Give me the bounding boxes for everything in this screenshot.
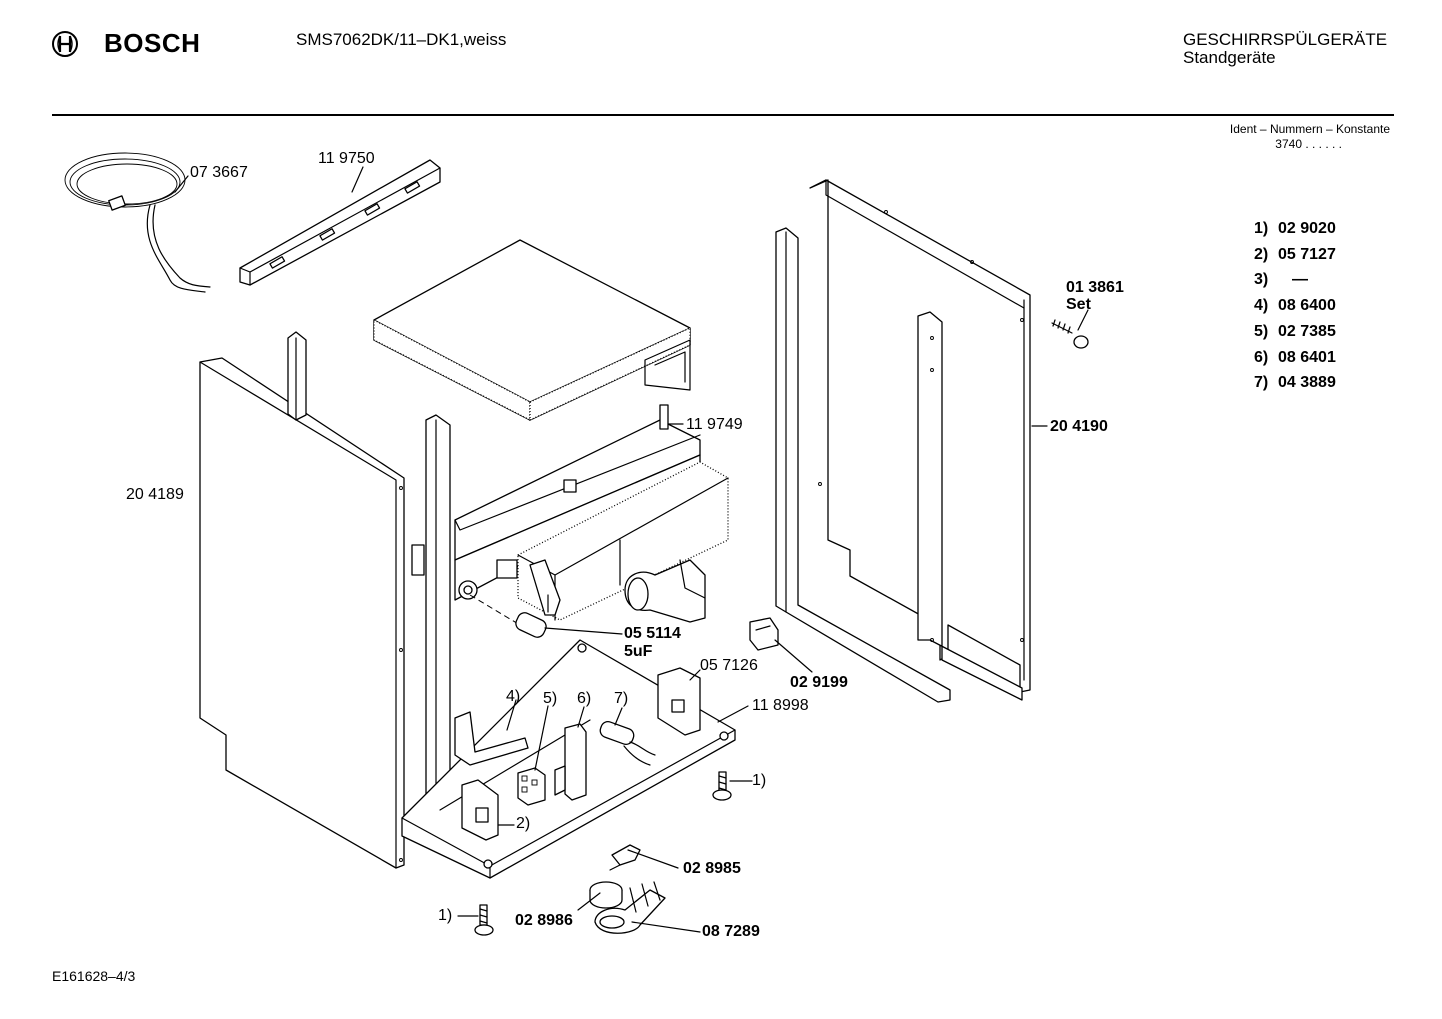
- callout-part-2: 2): [516, 815, 531, 832]
- float-part: [589, 881, 623, 909]
- bracket-part: [657, 667, 701, 736]
- part-5-terminal-block: [517, 767, 546, 806]
- part-7-suppressor: [599, 720, 656, 766]
- legend-item: 5)02 7385: [1254, 322, 1336, 340]
- callout-part-1-left: 1): [438, 907, 453, 924]
- callout-028986: 02 8986: [515, 912, 573, 929]
- callout-118998: 11 8998: [752, 697, 809, 714]
- category-title: GESCHIRRSPÜLGERÄTE Standgeräte: [1183, 31, 1387, 67]
- hose-connector-part: [624, 559, 706, 623]
- power-cord-part: [64, 152, 211, 293]
- bosch-armature-icon: [52, 31, 78, 57]
- relay-part: [749, 617, 779, 651]
- float-housing-part: [594, 881, 666, 934]
- float-switch-part: [609, 844, 641, 871]
- legend-item: 6)08 6401: [1254, 348, 1336, 366]
- callout-119749: 11 9749: [686, 416, 743, 433]
- part-6-bracket: [554, 723, 587, 801]
- ident-block: Ident – Nummern – Konstante 3740 . . . .…: [1230, 122, 1390, 152]
- screw-set-part: [1051, 319, 1089, 349]
- leader-lines: [174, 166, 1089, 933]
- callout-204189: 20 4189: [126, 486, 184, 503]
- callout-part-6: 6): [577, 690, 592, 707]
- callout-part-1-right: 1): [752, 772, 767, 789]
- callout-073667: 07 3667: [190, 164, 248, 181]
- capacitor-part: [469, 594, 547, 638]
- legend-item: 7)04 3889: [1254, 374, 1336, 392]
- callout-055114: 05 5114: [624, 625, 681, 642]
- callout-119750: 11 9750: [318, 150, 375, 167]
- callout-part-4: 4): [506, 688, 521, 705]
- part-4-clip: [454, 711, 529, 766]
- callout-part-5: 5): [543, 690, 558, 707]
- left-frame-strip: [287, 331, 307, 421]
- model-number: SMS7062DK/11–DK1,weiss: [296, 30, 507, 49]
- legend-item: 2)05 7127: [1254, 245, 1336, 263]
- part-2-holder: [461, 779, 499, 841]
- legend-item: 1)02 9020: [1254, 220, 1336, 237]
- callout-204190: 20 4190: [1050, 418, 1108, 435]
- left-side-panel-part: [199, 357, 405, 869]
- adjustable-foot-left: [474, 904, 494, 936]
- legend-item: 3)—: [1254, 271, 1308, 289]
- callout-set: Set: [1066, 296, 1091, 313]
- right-frame-strip: [775, 227, 1023, 703]
- bosch-logo: BOSCH: [50, 28, 200, 60]
- callout-028985: 02 8985: [683, 860, 741, 877]
- brand-name: BOSCH: [104, 28, 201, 58]
- callout-013861: 01 3861: [1066, 279, 1124, 296]
- callout-057126: 05 7126: [700, 657, 758, 674]
- header-rule: [52, 114, 1394, 116]
- legend-item: 4)08 6400: [1254, 297, 1336, 315]
- document-id: E161628–4/3: [52, 968, 136, 984]
- adjustable-foot-right: [712, 771, 732, 801]
- callout-029199: 02 9199: [790, 674, 848, 691]
- callout-087289: 08 7289: [702, 923, 760, 940]
- category-line-1: GESCHIRRSPÜLGERÄTE: [1183, 30, 1388, 49]
- callout-5uf: 5uF: [624, 643, 653, 660]
- ident-title: Ident – Nummern – Konstante: [1229, 122, 1390, 136]
- callout-part-7: 7): [614, 690, 629, 707]
- category-line-2: Standgeräte: [1183, 48, 1276, 67]
- parts-legend: 1)02 9020 2)05 7127 3)— 4)08 6400 5)02 7…: [1254, 216, 1336, 396]
- rail-part: [239, 159, 441, 286]
- worktop-part: [373, 239, 691, 422]
- front-frame-part: [411, 414, 451, 816]
- ident-value: 3740 . . . . . .: [1275, 137, 1342, 151]
- control-box-part: [517, 461, 729, 621]
